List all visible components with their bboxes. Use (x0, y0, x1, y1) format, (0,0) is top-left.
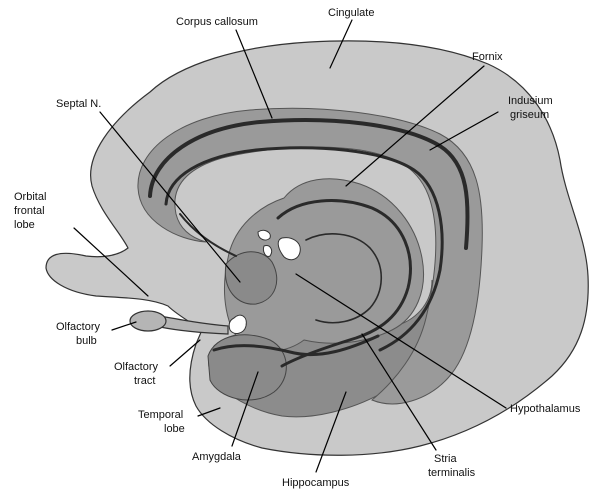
label-olfactory-tract: Olfactory tract (114, 361, 161, 387)
leader-orbital-frontal-lobe (73, 227, 149, 297)
label-olfactory-tract-line2: tract (134, 375, 155, 387)
corpus-callosum-tract (148, 118, 470, 250)
leader-corpus-callosum (235, 29, 273, 119)
leader-olfactory-tract (169, 339, 201, 367)
label-indusium-griseum: Indusium griseum (508, 95, 556, 121)
leader-fornix (345, 65, 485, 187)
leader-hypothalamus (295, 273, 507, 409)
small-hole-2 (263, 245, 273, 257)
leader-stria-terminalis (361, 333, 437, 451)
septal-nucleus-shape (224, 251, 278, 305)
label-hypothalamus: Hypothalamus (510, 403, 581, 415)
leader-indusium-griseum (429, 111, 499, 151)
olfactory-bulb-shape (129, 310, 167, 332)
leader-temporal-lobe (197, 407, 221, 417)
label-stria-terminalis: Stria terminalis (428, 453, 476, 479)
label-orbital-frontal-line2: frontal (14, 205, 45, 217)
leader-olfactory-bulb (111, 321, 137, 331)
label-orbital-frontal-line3: lobe (14, 219, 35, 231)
leader-cingulate (329, 19, 353, 69)
label-septal-n: Septal N. (56, 98, 101, 110)
amygdala-shape (207, 334, 287, 401)
fornix-inner-tract (179, 213, 237, 257)
label-hippocampus: Hippocampus (282, 477, 350, 489)
label-amygdala: Amygdala (192, 451, 242, 463)
limbic-lobe-band (137, 107, 483, 405)
label-temporal-lobe-line2: lobe (164, 423, 185, 435)
leader-amygdala (231, 371, 259, 447)
anterior-commissure-hole (277, 237, 301, 261)
label-indusium-griseum-line1: Indusium (508, 95, 553, 107)
label-orbital-frontal-line1: Orbital (14, 191, 46, 203)
label-olfactory-bulb: Olfactory bulb (56, 321, 103, 347)
label-olfactory-tract-line1: Olfactory (114, 361, 159, 373)
olfactory-tract-shape (159, 315, 229, 335)
label-cingulate: Cingulate (328, 7, 374, 19)
amygdala-notch-hole (228, 314, 247, 334)
label-stria-terminalis-line2: terminalis (428, 467, 476, 479)
label-fornix: Fornix (472, 51, 503, 63)
diencephalic-inner-curve (305, 233, 382, 324)
label-stria-terminalis-line1: Stria (434, 453, 458, 465)
leader-hippocampus (315, 391, 347, 473)
label-temporal-lobe-line1: Temporal (138, 409, 183, 421)
hippocampal-fimbria-tract (212, 334, 380, 357)
stria-terminalis-tract (276, 199, 412, 368)
leader-septal-n (99, 111, 241, 283)
label-corpus-callosum: Corpus callosum (176, 16, 258, 28)
label-olfactory-bulb-line2: bulb (76, 335, 97, 347)
label-olfactory-bulb-line1: Olfactory (56, 321, 101, 333)
label-temporal-lobe: Temporal lobe (138, 409, 186, 435)
label-orbital-frontal-lobe: Orbital frontal lobe (14, 191, 49, 231)
small-hole-1 (257, 229, 271, 241)
fornix-tract (164, 146, 444, 352)
label-indusium-griseum-line2: griseum (510, 109, 549, 121)
